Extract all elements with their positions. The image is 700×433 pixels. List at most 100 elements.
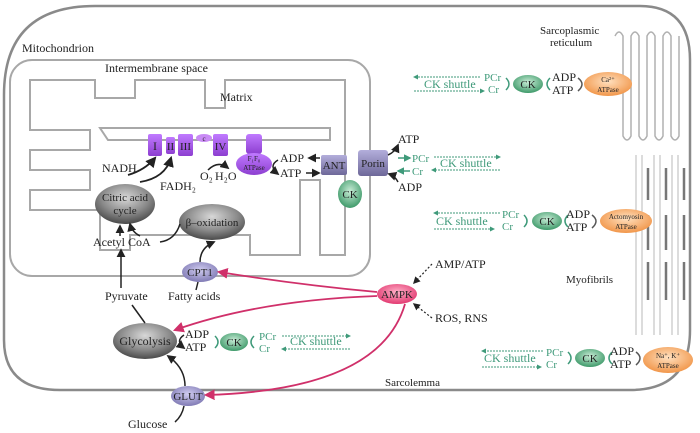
label-intermembrane-space: Intermembrane space (105, 61, 208, 75)
svg-text:Porin: Porin (361, 158, 385, 170)
label-fadh2: FADH₂ (160, 179, 196, 193)
svg-text:CK: CK (226, 337, 241, 349)
label-amp-atp: AMP/ATP (435, 257, 486, 271)
svg-text:III: III (180, 141, 191, 153)
arrow-ampk-to-glycolysis (172, 295, 378, 333)
label-myo-adp: ADP (566, 207, 590, 221)
svg-text:ATPase: ATPase (243, 164, 264, 172)
myo-atpase-arc (591, 214, 597, 229)
label-nak-atp: ATP (610, 357, 632, 371)
ca-atpase: Ca²⁺ ATPase (584, 72, 632, 96)
ampk: AMPK (377, 284, 417, 304)
label-pyruvate: Pyruvate (105, 289, 148, 303)
label-myofibrils: Myofibrils (566, 274, 613, 286)
arrow-ampk-to-glut (203, 303, 406, 401)
sarcolemma-membrane (2, 4, 692, 392)
sr-ck-left-arc (505, 77, 510, 91)
nak-ck-left-arc (567, 351, 572, 365)
mito-ck: CK (338, 180, 362, 208)
label-sr-ck-shuttle: CK shuttle (424, 77, 476, 91)
label-porin-atp: ATP (398, 132, 420, 146)
svg-text:c: c (202, 135, 205, 143)
complex-IV: IV (213, 134, 228, 156)
label-mito-atp: ATP (280, 166, 302, 180)
label-o2: O₂ (200, 169, 213, 183)
label-h2o: H₂O (215, 169, 237, 183)
label-mito-adp: ADP (280, 151, 304, 165)
line-fatty-acids-to-cpt1 (195, 281, 199, 291)
sr-ck: CK (513, 75, 543, 93)
svg-text:CK: CK (539, 216, 554, 228)
label-sarcoplasmic-reticulum: Sarcoplasmic (540, 25, 599, 37)
na-k-atpase: Na⁺, K⁺ ATPase (643, 347, 693, 373)
complex-I: I (148, 134, 162, 156)
label-sr-adp: ADP (552, 70, 576, 84)
myo-ck-left-arc (523, 214, 528, 228)
crista-membrane (98, 127, 331, 141)
label-ros-rns: ROS, RNS (435, 311, 488, 325)
label-sarcolemma: Sarcolemma (385, 377, 440, 389)
svg-text:GLUT: GLUT (173, 391, 203, 403)
svg-text:AMPK: AMPK (381, 289, 413, 301)
arrow-cpt1-to-beta-ox (199, 240, 216, 263)
ant-transporter: ANT (321, 155, 347, 175)
complex-III: III (178, 134, 193, 156)
label-mitochondrion: Mitochondrion (22, 41, 94, 55)
label-glyco-ck-shuttle: CK shuttle (290, 334, 342, 348)
label-glyco-cr: Cr (259, 343, 270, 355)
arrow-nadh-to-complex-I (127, 156, 157, 176)
arrow-glyco-adp-atp (175, 334, 186, 350)
label-myo-cr: Cr (502, 221, 513, 233)
arrow-glut-to-glycolysis (166, 354, 186, 387)
label-sr-cr: Cr (488, 84, 499, 96)
arrow-acetyl-to-tca-2 (127, 222, 141, 237)
citric-acid-cycle: Citric acid cycle (95, 184, 155, 224)
nak-ck-right-arc (608, 351, 613, 365)
myo-ck: CK (532, 212, 562, 230)
label-glyco-adp: ADP (185, 327, 209, 341)
glyco-ck-right-arc (250, 335, 255, 349)
label-nak-adp: ADP (610, 344, 634, 358)
line-glycolysis-to-pyruvate (131, 304, 146, 324)
arrow-ros-to-ampk (412, 303, 433, 319)
mitochondrion-inner-membrane (29, 79, 346, 256)
cytochrome-c: c (196, 134, 212, 143)
nak-ck: CK (575, 349, 605, 367)
label-nak-ck-shuttle: CK shuttle (484, 351, 536, 365)
label-mito-pcr: PCr (412, 153, 429, 165)
svg-text:Na⁺, K⁺: Na⁺, K⁺ (656, 352, 680, 360)
label-fatty-acids: Fatty acids (168, 289, 221, 303)
arrow-porin-to-atp (387, 143, 400, 156)
sarcoplasmic-reticulum-shape (614, 31, 680, 141)
label-glucose: Glucose (128, 417, 167, 431)
svg-text:CK: CK (520, 79, 535, 91)
svg-text:CK: CK (582, 353, 597, 365)
nak-atpase-arc (635, 351, 641, 366)
svg-text:Citric acid: Citric acid (102, 192, 149, 204)
arrow-adp-to-porin (387, 172, 399, 183)
complex-II: II (166, 137, 175, 154)
svg-text:F₁F₀: F₁F₀ (248, 155, 261, 163)
svg-text:II: II (167, 141, 175, 153)
porin-transporter: Porin (358, 150, 388, 176)
svg-text:ATPase: ATPase (657, 362, 678, 370)
label-myo-ck-shuttle: CK shuttle (436, 214, 488, 228)
label-glyco-atp: ATP (185, 340, 207, 354)
label-sr-pcr: PCr (484, 72, 501, 84)
label-reticulum: reticulum (550, 37, 593, 49)
svg-text:IV: IV (215, 141, 227, 153)
glyco-ck: CK (220, 333, 248, 351)
arrow-o2-to-h2o (207, 159, 230, 171)
svg-text:CK: CK (342, 189, 357, 201)
label-nak-cr: Cr (546, 359, 557, 371)
label-mito-cr: Cr (412, 166, 423, 178)
arrow-ampk-to-cpt1 (216, 268, 378, 293)
label-matrix: Matrix (220, 90, 253, 104)
sr-ck-right-arc (546, 77, 551, 91)
glycolysis: Glycolysis (113, 323, 177, 359)
line-beta-ox-to-acetyl (159, 223, 181, 243)
svg-text:ATPase: ATPase (615, 223, 636, 231)
label-nadh: NADH (102, 161, 137, 175)
mitochondrion-outer-membrane (9, 59, 371, 277)
